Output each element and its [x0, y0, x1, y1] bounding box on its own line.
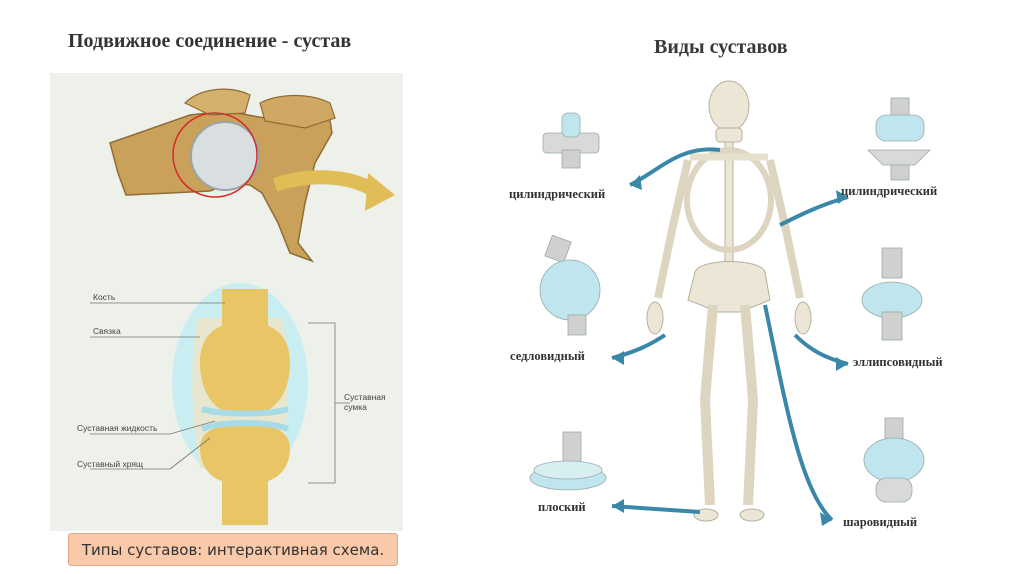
model-saddle [539, 234, 601, 336]
shoulder-joint-illustration [109, 88, 395, 263]
joint-illustration [90, 88, 395, 525]
joint-models [529, 97, 931, 503]
right-title: Виды суставов [654, 36, 788, 58]
knee-joint-diagram [90, 283, 350, 525]
arrow-heads [612, 175, 848, 526]
model-ball [863, 417, 925, 503]
label-ligament: Связка [93, 326, 121, 336]
skeleton-illustration [646, 80, 812, 522]
label-cartilage: Суставный хрящ [77, 459, 143, 469]
model-left-cylindrical [542, 112, 600, 169]
model-plane [529, 431, 607, 491]
arrow-to-plane [611, 504, 701, 514]
label-synovial-fluid: Суставная жидкость [77, 423, 158, 433]
arrow-to-ball [763, 304, 834, 522]
left-title: Подвижное соединение - сустав [68, 30, 352, 52]
label-left-cylindrical: цилиндрический [509, 187, 606, 201]
caption-box: Типы суставов: интерактивная схема. [68, 533, 398, 566]
label-right-cylindrical: цилиндрический [841, 184, 938, 198]
label-bone: Кость [93, 292, 116, 302]
joint-illustration-panel: Кость Связка Суставная жидкость Суставны… [50, 73, 403, 531]
label-saddle: седловидный [510, 349, 585, 363]
label-ball: шаровидный [843, 515, 918, 529]
model-right-cylindrical [867, 97, 931, 181]
label-capsule: Суставная сумка [344, 392, 386, 412]
label-ellipsoid: эллипсовидный [853, 355, 943, 369]
label-plane: плоский [538, 500, 586, 514]
model-ellipsoid [861, 247, 923, 341]
